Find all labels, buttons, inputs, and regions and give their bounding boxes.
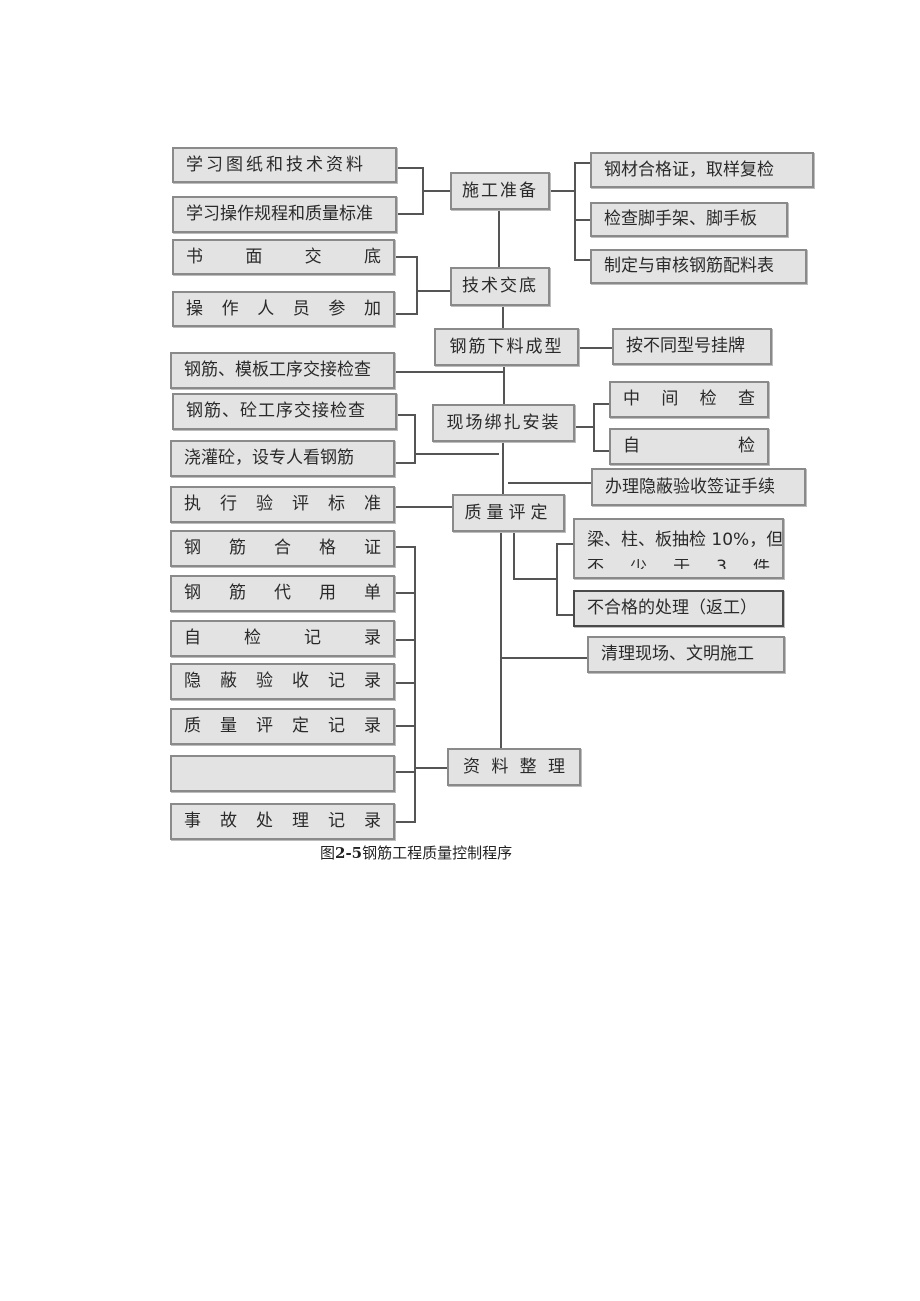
binding-input-pouring: 浇灌砼，设专人看钢筋 <box>170 440 395 477</box>
binding-output-midway-check: 中间检查 <box>609 381 769 418</box>
cutting-output-tagging: 按不同型号挂牌 <box>612 328 772 365</box>
evaluation-output-nonconforming: 不合格的处理（返工） <box>573 590 784 627</box>
connector <box>574 219 591 221</box>
connector <box>556 614 574 616</box>
connector <box>394 682 415 684</box>
connector <box>502 440 504 496</box>
connector <box>500 657 588 659</box>
connector <box>593 403 610 405</box>
prep-output-certificate: 钢材合格证，取样复检 <box>590 152 814 188</box>
figure-caption: 图2-5钢筋工程质量控制程序 <box>320 844 513 862</box>
connector <box>416 290 450 292</box>
main-step-binding: 现场绑扎安装 <box>432 404 575 442</box>
connector <box>396 462 415 464</box>
connector <box>396 167 423 169</box>
main-step-documentation: 资料整理 <box>447 748 581 786</box>
connector <box>394 371 504 373</box>
connector <box>394 639 415 641</box>
connector <box>414 767 448 769</box>
connector <box>513 578 557 580</box>
prep-input-standards: 学习操作规程和质量标准 <box>172 196 397 233</box>
connector <box>556 543 558 615</box>
doc-input-self-check-record: 自检记录 <box>170 620 395 657</box>
connector <box>574 259 591 261</box>
connector <box>414 453 499 455</box>
briefing-input-personnel: 操作人员参加 <box>172 291 395 327</box>
connector <box>502 306 504 328</box>
doc-input-empty <box>170 755 395 792</box>
connector <box>574 162 576 261</box>
connector <box>578 347 613 349</box>
connector <box>394 771 415 773</box>
formwork-handover-check: 钢筋、模板工序交接检查 <box>170 352 395 389</box>
doc-input-concealed-record: 隐蔽验收记录 <box>170 663 395 700</box>
doc-input-certificate: 钢筋合格证 <box>170 530 395 567</box>
connector <box>394 256 417 258</box>
connector <box>394 821 415 823</box>
doc-input-substitution: 钢筋代用单 <box>170 575 395 612</box>
connector <box>549 190 575 192</box>
binding-output-self-check: 自检 <box>609 428 769 465</box>
connector <box>414 414 416 464</box>
connector <box>500 531 502 749</box>
main-step-evaluation: 质量评定 <box>452 494 565 532</box>
connector <box>396 414 415 416</box>
connector <box>394 592 415 594</box>
main-step-cutting: 钢筋下料成型 <box>434 328 579 366</box>
main-step-prep: 施工准备 <box>450 172 550 210</box>
connector <box>422 190 451 192</box>
connector <box>394 725 415 727</box>
connector <box>396 213 423 215</box>
connector <box>593 403 595 451</box>
binding-input-concrete-check: 钢筋、砼工序交接检查 <box>172 393 397 430</box>
briefing-input-written: 书面交底 <box>172 239 395 275</box>
connector <box>498 208 500 268</box>
prep-input-drawings: 学习图纸和技术资料 <box>172 147 397 183</box>
connector <box>574 162 591 164</box>
site-cleanup: 清理现场、文明施工 <box>587 636 785 673</box>
concealed-acceptance: 办理隐蔽验收签证手续 <box>591 468 806 506</box>
prep-output-schedule: 制定与审核钢筋配料表 <box>590 249 807 284</box>
connector <box>416 256 418 315</box>
connector <box>508 482 592 484</box>
doc-input-accident-record: 事故处理记录 <box>170 803 395 840</box>
prep-output-scaffold: 检查脚手架、脚手板 <box>590 202 788 237</box>
main-step-briefing: 技术交底 <box>450 267 550 306</box>
quality-control-flowchart: 施工准备 技术交底 钢筋下料成型 现场绑扎安装 质量评定 资料整理 学习图纸和技… <box>170 147 814 862</box>
connector <box>513 531 515 579</box>
doc-input-evaluation-record: 质量评定记录 <box>170 708 395 745</box>
evaluation-input-standards: 执行验评标准 <box>170 486 395 523</box>
connector <box>394 546 415 548</box>
connector <box>394 506 452 508</box>
connector <box>503 364 505 406</box>
connector <box>574 426 594 428</box>
connector <box>394 313 417 315</box>
connector <box>593 450 610 452</box>
connector <box>556 543 574 545</box>
connector <box>414 546 416 823</box>
